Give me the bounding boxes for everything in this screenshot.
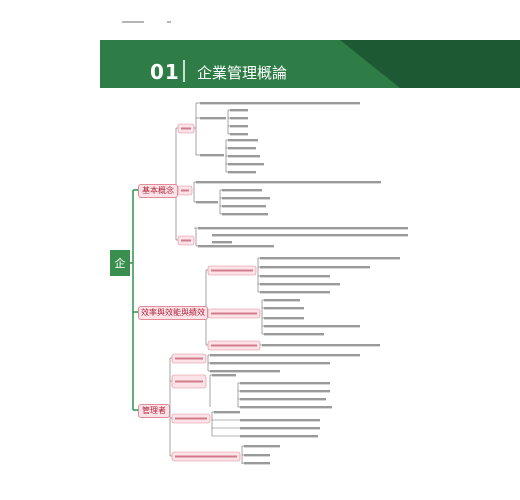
illegible-text-line xyxy=(228,155,260,158)
illegible-text-line xyxy=(212,234,408,237)
illegible-text-line xyxy=(260,283,340,286)
illegible-text-line xyxy=(175,380,203,383)
illegible-text-line xyxy=(244,462,270,465)
illegible-text-line xyxy=(222,213,268,216)
illegible-text-line xyxy=(240,435,318,438)
mindmap-root-node: 企 xyxy=(110,250,130,276)
illegible-text-line xyxy=(200,154,224,157)
illegible-text-line xyxy=(230,117,248,120)
illegible-text-line xyxy=(264,325,360,328)
illegible-text-line xyxy=(210,354,360,357)
illegible-text-line xyxy=(228,147,256,150)
illegible-text-line xyxy=(196,181,381,184)
illegible-text-line xyxy=(181,127,191,130)
illegible-text-line xyxy=(214,411,240,414)
illegible-text-line xyxy=(200,102,360,105)
illegible-text-line xyxy=(228,163,264,166)
illegible-text-line xyxy=(260,275,330,278)
illegible-text-line xyxy=(210,370,280,373)
illegible-text-line xyxy=(264,317,304,320)
illegible-text-line xyxy=(264,299,300,302)
branch-managers: 管理者 xyxy=(138,404,170,418)
illegible-text-line xyxy=(264,333,324,336)
illegible-text-line xyxy=(211,269,253,272)
illegible-text-line xyxy=(240,427,320,430)
illegible-text-line xyxy=(230,133,248,136)
illegible-text-line xyxy=(260,266,370,269)
illegible-text-line xyxy=(260,257,400,260)
illegible-text-line xyxy=(230,125,248,128)
branch-efficiency-effectiveness-performance: 效率與效能與績效 xyxy=(138,306,208,320)
illegible-text-line xyxy=(264,307,304,310)
illegible-text-line xyxy=(175,455,237,458)
branch-basic-concepts: 基本概念 xyxy=(138,184,178,198)
illegible-text-line xyxy=(240,419,320,422)
illegible-text-line xyxy=(228,171,256,174)
illegible-text-line xyxy=(175,357,203,360)
illegible-text-line xyxy=(240,382,330,385)
illegible-text-line xyxy=(240,398,326,401)
illegible-text-line xyxy=(222,205,266,208)
illegible-text-line xyxy=(244,445,280,448)
illegible-text-line xyxy=(196,201,218,204)
illegible-text-line xyxy=(181,239,191,242)
illegible-text-line xyxy=(240,406,332,409)
illegible-text-line xyxy=(210,362,330,365)
illegible-text-line xyxy=(240,390,330,393)
illegible-text-line xyxy=(260,291,330,294)
illegible-text-line xyxy=(222,189,262,192)
illegible-text-line xyxy=(222,197,270,200)
illegible-text-line xyxy=(262,344,380,347)
illegible-text-line xyxy=(244,454,270,457)
illegible-text-line xyxy=(212,241,232,244)
chapter-title: 企業管理概論 xyxy=(197,64,288,82)
illegible-text-line xyxy=(198,245,274,248)
illegible-text-line xyxy=(175,417,207,420)
page-mark xyxy=(122,21,144,23)
page-mark xyxy=(167,21,171,23)
illegible-text-line xyxy=(230,109,248,112)
illegible-text-line xyxy=(212,374,236,377)
illegible-text-line xyxy=(200,117,226,120)
header-band-accent xyxy=(340,40,520,88)
illegible-text-line xyxy=(228,139,258,142)
illegible-text-line xyxy=(211,312,257,315)
illegible-text-line xyxy=(211,344,257,347)
illegible-text-line xyxy=(181,189,189,192)
chapter-number: 01 xyxy=(150,60,180,84)
illegible-text-line xyxy=(198,227,408,230)
